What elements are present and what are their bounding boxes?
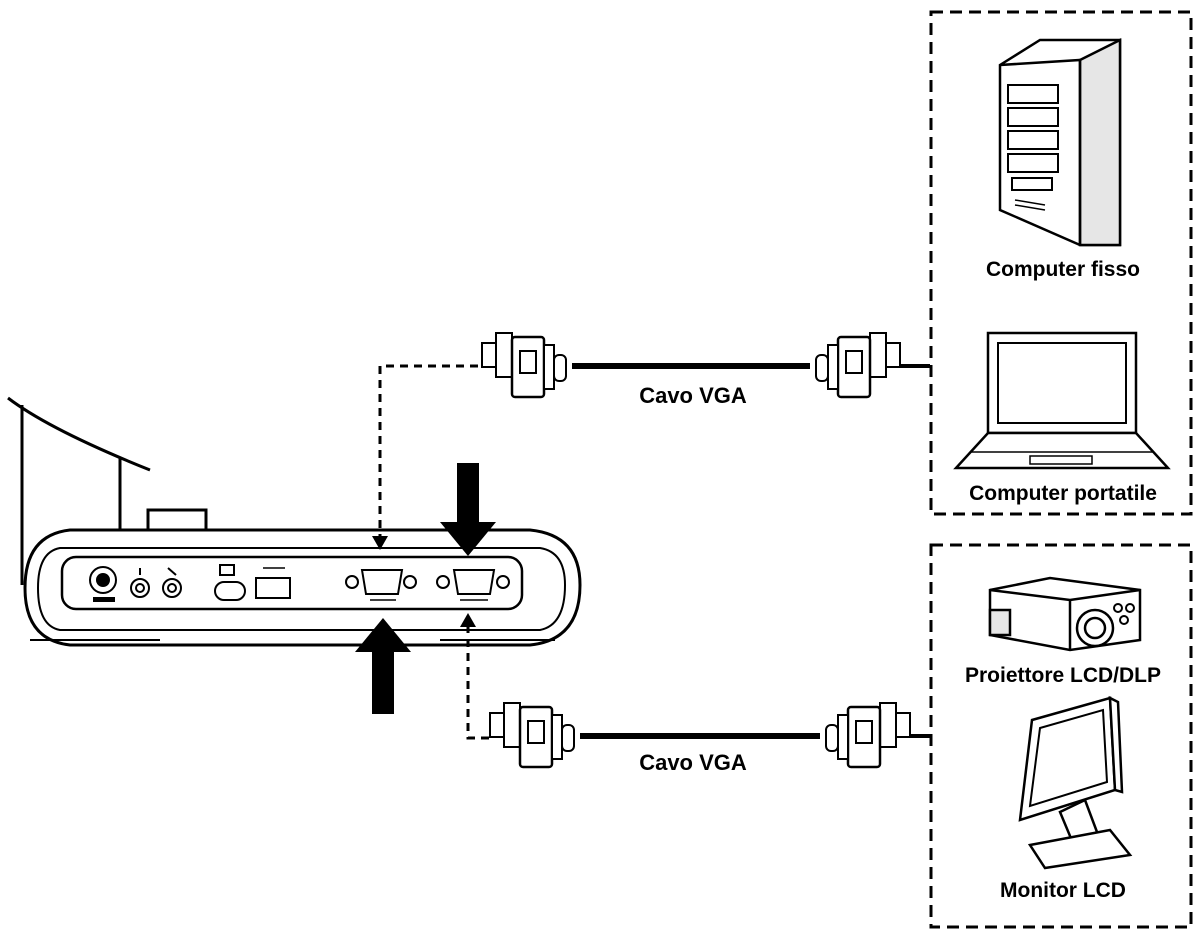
vga-connector-bottom-left (488, 701, 576, 769)
ps2-port (89, 566, 117, 602)
desktop-label: Computer fisso (986, 258, 1140, 281)
vga-connector-bottom-right (824, 701, 912, 769)
arrow-down-icon (440, 463, 496, 556)
computer-group-box (929, 10, 1193, 516)
vga-connector-top-right (814, 331, 902, 399)
vga-connector-top-left (480, 331, 568, 399)
arrow-head-monitor (460, 613, 476, 627)
hdmi-port (255, 567, 291, 599)
laptop-icon (953, 331, 1171, 470)
projector-label: Proiettore LCD/DLP (965, 664, 1161, 687)
usb-port (214, 564, 246, 601)
monitor-label: Monitor LCD (1000, 879, 1126, 902)
laptop-label: Computer portatile (969, 482, 1157, 505)
cable-label-bottom: Cavo VGA (639, 750, 747, 775)
document-camera (7, 396, 582, 647)
cable-label-top: Cavo VGA (639, 383, 747, 408)
dashed-lead-bottom (466, 625, 490, 740)
arrow-up-icon (355, 618, 411, 714)
lcd-monitor-icon (1018, 695, 1133, 870)
audio-port-1 (130, 568, 150, 598)
desktop-tower-icon (998, 37, 1122, 247)
monitor-out-port (436, 569, 510, 601)
display-group-box (929, 543, 1193, 929)
arrow-head-rgb (372, 536, 388, 550)
audio-port-2 (162, 567, 182, 598)
dashed-lead-top (378, 364, 478, 538)
rgb-in-port (345, 569, 417, 601)
projector-icon (988, 576, 1142, 652)
